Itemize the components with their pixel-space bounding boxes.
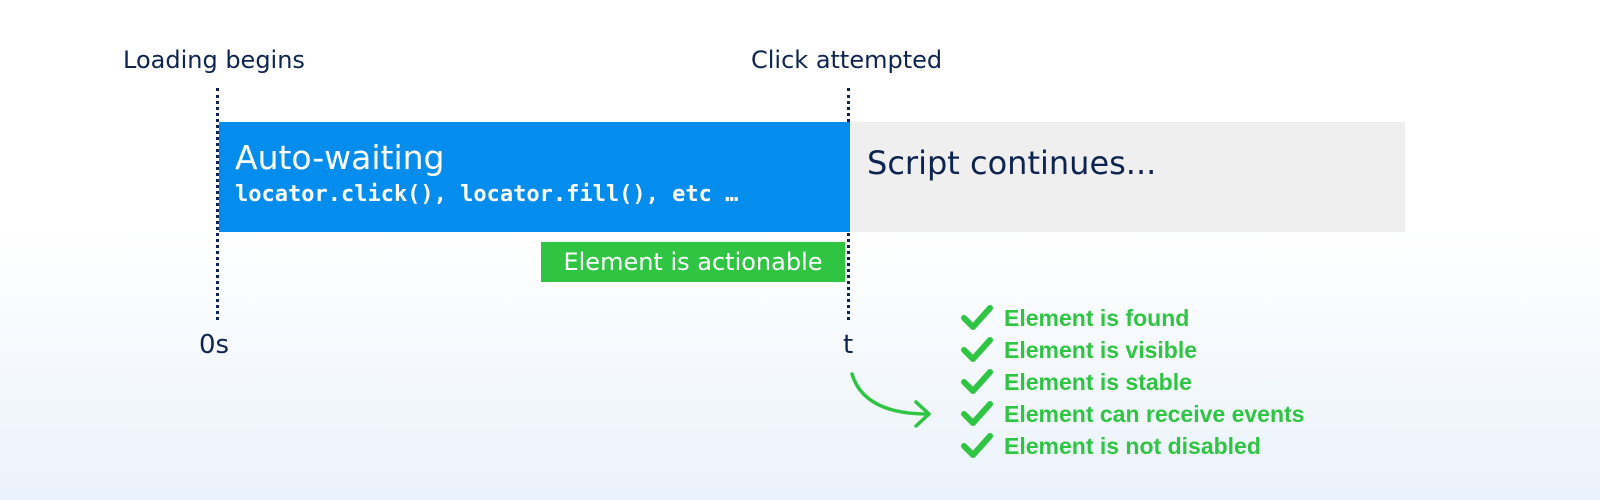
auto-waiting-title: Auto-waiting [235,138,445,177]
script-continues-text: Script continues... [867,144,1157,182]
click-attempted-label: Click attempted [751,46,943,74]
check-item: Element is not disabled [960,430,1304,462]
check-item: Element is stable [960,366,1304,398]
check-item: Element can receive events [960,398,1304,430]
check-item: Element is found [960,302,1304,334]
checkmark-icon [961,433,993,458]
auto-waiting-code-examples: locator.click(), locator.fill(), etc … [235,182,739,207]
checkmark-icon [961,369,993,394]
checkmark-icon [961,305,993,330]
check-item-label: Element is visible [1004,336,1198,363]
loading-begins-label: Loading begins [123,46,305,74]
check-item-label: Element can receive events [1004,400,1305,427]
start-marker-line [216,88,219,320]
axis-start-label: 0s [199,330,230,360]
curved-arrow-icon [850,372,931,428]
element-actionable-badge: Element is actionable [541,242,845,282]
checkmark-icon [961,337,993,362]
axis-end-label: t [843,330,854,360]
check-item-label: Element is found [1004,304,1190,331]
checkmark-icon [961,401,993,426]
auto-waiting-bar: Auto-waiting locator.click(), locator.fi… [219,122,850,232]
check-item: Element is visible [960,334,1304,366]
check-item-label: Element is not disabled [1004,432,1261,459]
script-continues-bar: Script continues... [850,122,1405,232]
check-item-label: Element is stable [1004,368,1192,395]
